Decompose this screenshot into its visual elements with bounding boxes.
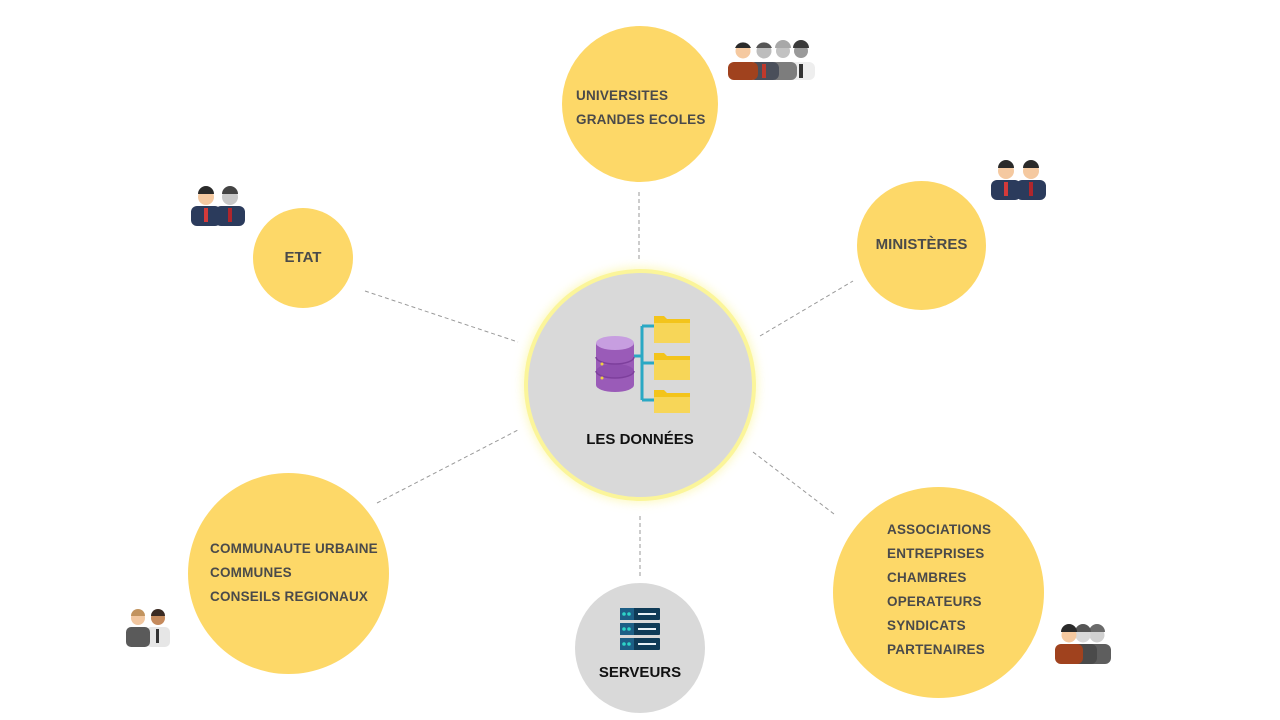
- node-line: CHAMBRES: [887, 570, 967, 585]
- node-universites: UNIVERSITES GRANDES ECOLES: [562, 26, 718, 182]
- server-icon: [620, 608, 660, 650]
- link-etat: [364, 290, 519, 343]
- node-serveurs: SERVEURS: [575, 583, 705, 713]
- node-line: ASSOCIATIONS: [887, 522, 992, 537]
- node-ministeres: MINISTÈRES: [857, 181, 986, 310]
- people-pair-icon: [191, 186, 245, 226]
- node-line: UNIVERSITES: [576, 88, 669, 103]
- node-communaute: COMMUNAUTE URBAINE COMMUNES CONSEILS REG…: [188, 473, 389, 674]
- database-folders-icon: [595, 316, 690, 413]
- node-line: COMMUNAUTE URBAINE: [210, 541, 378, 556]
- people-pair-icon: [991, 160, 1046, 200]
- center-node-donnees: LES DONNÉES: [528, 273, 752, 497]
- link-ministeres: [759, 280, 854, 337]
- node-line: CONSEILS REGIONAUX: [210, 589, 369, 604]
- people-group-icon: [728, 40, 815, 80]
- node-label: MINISTÈRES: [875, 236, 968, 253]
- node-line: ENTREPRISES: [887, 546, 985, 561]
- people-duo-icon: [126, 609, 170, 647]
- node-line: COMMUNES: [210, 565, 292, 580]
- link-associations: [752, 451, 835, 515]
- node-etat: ETAT: [253, 208, 353, 308]
- node-line: OPERATEURS: [887, 594, 982, 609]
- node-label: ETAT: [284, 249, 322, 266]
- node-line: SYNDICATS: [887, 618, 966, 633]
- node-associations: ASSOCIATIONS ENTREPRISES CHAMBRES OPERAT…: [833, 487, 1044, 698]
- node-line: GRANDES ECOLES: [576, 112, 706, 127]
- link-communaute: [376, 429, 519, 504]
- people-group-icon: [1055, 624, 1111, 664]
- center-label: LES DONNÉES: [586, 431, 694, 448]
- node-line: PARTENAIRES: [887, 642, 985, 657]
- node-label: SERVEURS: [598, 664, 682, 681]
